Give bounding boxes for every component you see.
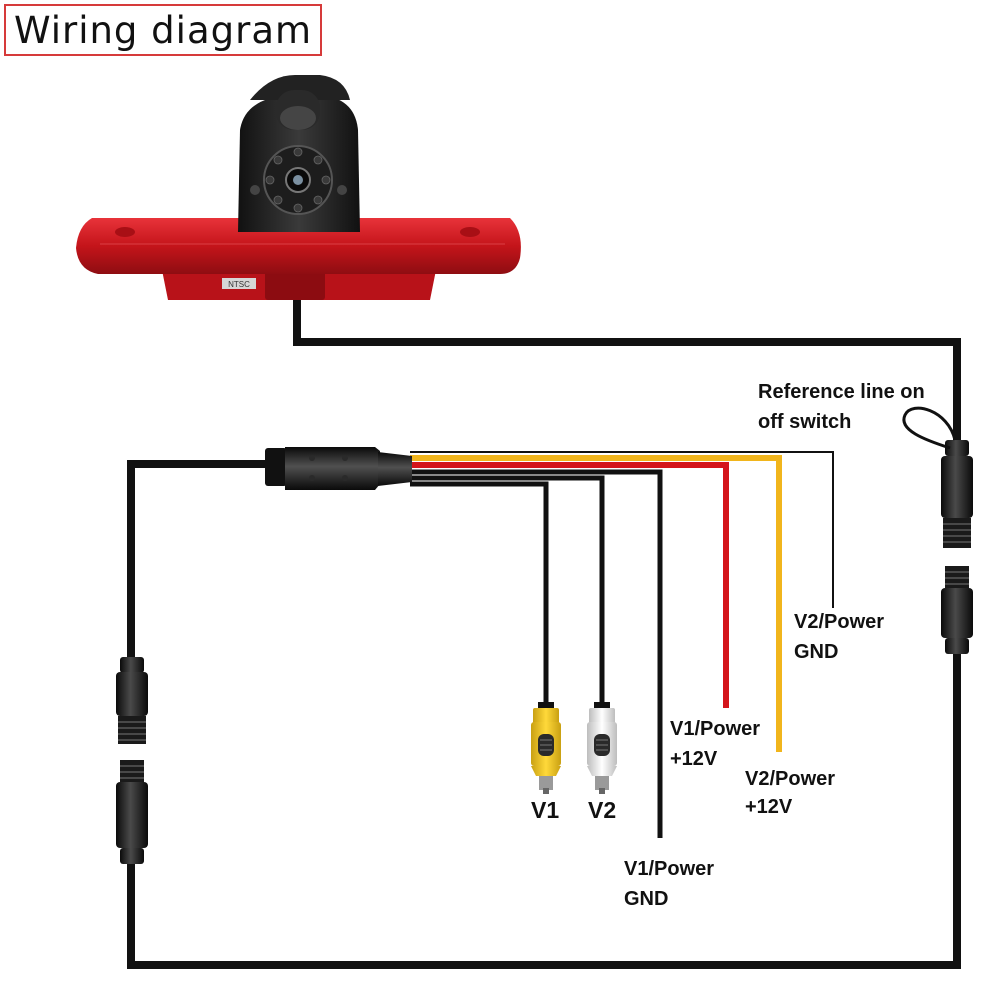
label-v1: V1: [531, 797, 559, 823]
label-v2-power-12v-2: +12V: [745, 796, 793, 818]
diagram-title: Wiring diagram: [13, 8, 313, 52]
inline-connector: [265, 447, 412, 490]
right-aviation-connector: [902, 406, 973, 654]
label-v2-power-gnd-1: V2/Power: [794, 611, 884, 633]
label-v1-power-gnd-2: GND: [624, 888, 668, 910]
camera-brake-light: NTSC: [76, 75, 521, 300]
label-reference-line-2: off switch: [758, 411, 851, 433]
label-v2-power-gnd-2: GND: [794, 641, 838, 663]
rca-connector-v1: [531, 702, 561, 794]
label-v2-power-12v-1: V2/Power: [745, 768, 835, 790]
label-v1-power-12v-2: +12V: [670, 748, 718, 770]
rca-connector-v2: [587, 702, 617, 794]
label-reference-line-1: Reference line on: [758, 381, 925, 403]
label-v1-power-12v-1: V1/Power: [670, 718, 760, 740]
diagram-title-box: Wiring diagram: [4, 4, 322, 56]
ntsc-badge: NTSC: [228, 280, 250, 289]
split-wires: [410, 451, 834, 838]
left-aviation-connector: [116, 657, 148, 864]
main-cable: [127, 300, 961, 969]
label-v1-power-gnd-1: V1/Power: [624, 858, 714, 880]
label-v2: V2: [588, 797, 616, 823]
